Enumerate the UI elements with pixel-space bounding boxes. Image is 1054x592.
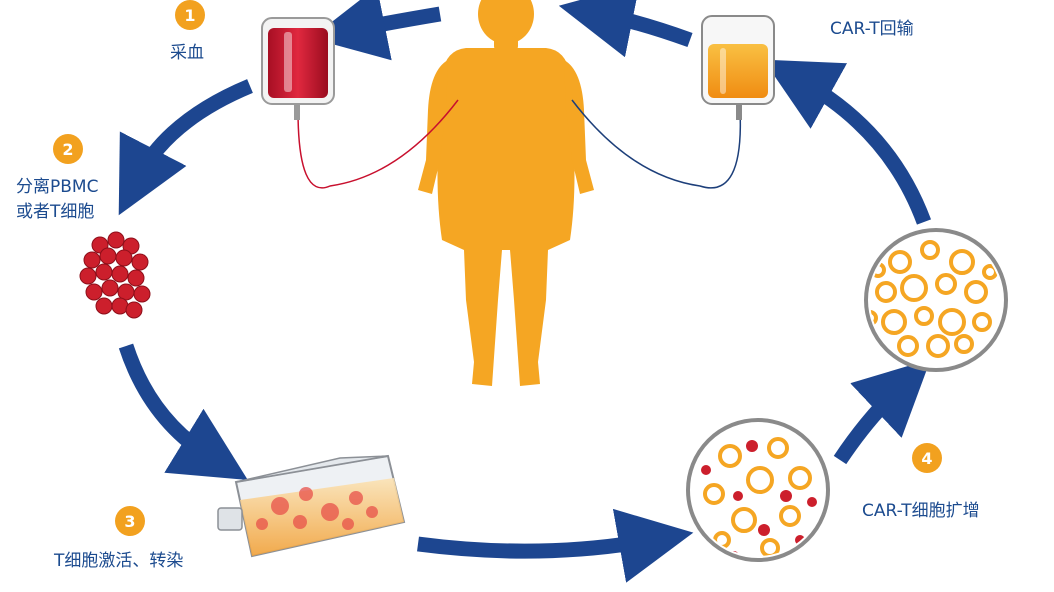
pbmc-cell-cluster: [79, 231, 151, 319]
step-4-badge: 4: [912, 443, 942, 473]
step-2-badge: 2: [53, 134, 83, 164]
culture-flask: [217, 454, 406, 558]
blue-tube: [571, 99, 742, 189]
step-2-label-line1: 分离PBMC: [16, 177, 99, 197]
step-4-label: CAR-T细胞扩增: [862, 501, 980, 521]
red-tube: [297, 99, 459, 189]
step-1-badge: 1: [175, 0, 205, 30]
arrow-body-to-bag: [310, 0, 442, 61]
step-3-badge: 3: [115, 506, 145, 536]
expanded-cells-dish: [864, 228, 1008, 372]
step-2-label-line2: 或者T细胞: [16, 202, 95, 222]
step-3-label: T细胞激活、转染: [54, 551, 184, 571]
mixed-cells-dish: [686, 418, 830, 562]
arrow-dish-to-bag: [763, 59, 932, 225]
cycle-arrows: [118, 0, 932, 583]
arrow-pbmc-to-flask: [118, 343, 248, 480]
arrow-flask-to-dish: [417, 508, 694, 583]
arrow-bag-to-pbmc: [118, 79, 253, 216]
arrow-bag-to-body: [558, 0, 693, 58]
step-1-label: 采血: [170, 43, 204, 63]
car-t-bag: [701, 15, 775, 120]
arrow-dish-to-dish: [833, 359, 931, 465]
human-body-figure: [418, 0, 594, 386]
reinfusion-label: CAR-T回输: [830, 19, 914, 39]
blood-bag: [261, 17, 335, 120]
